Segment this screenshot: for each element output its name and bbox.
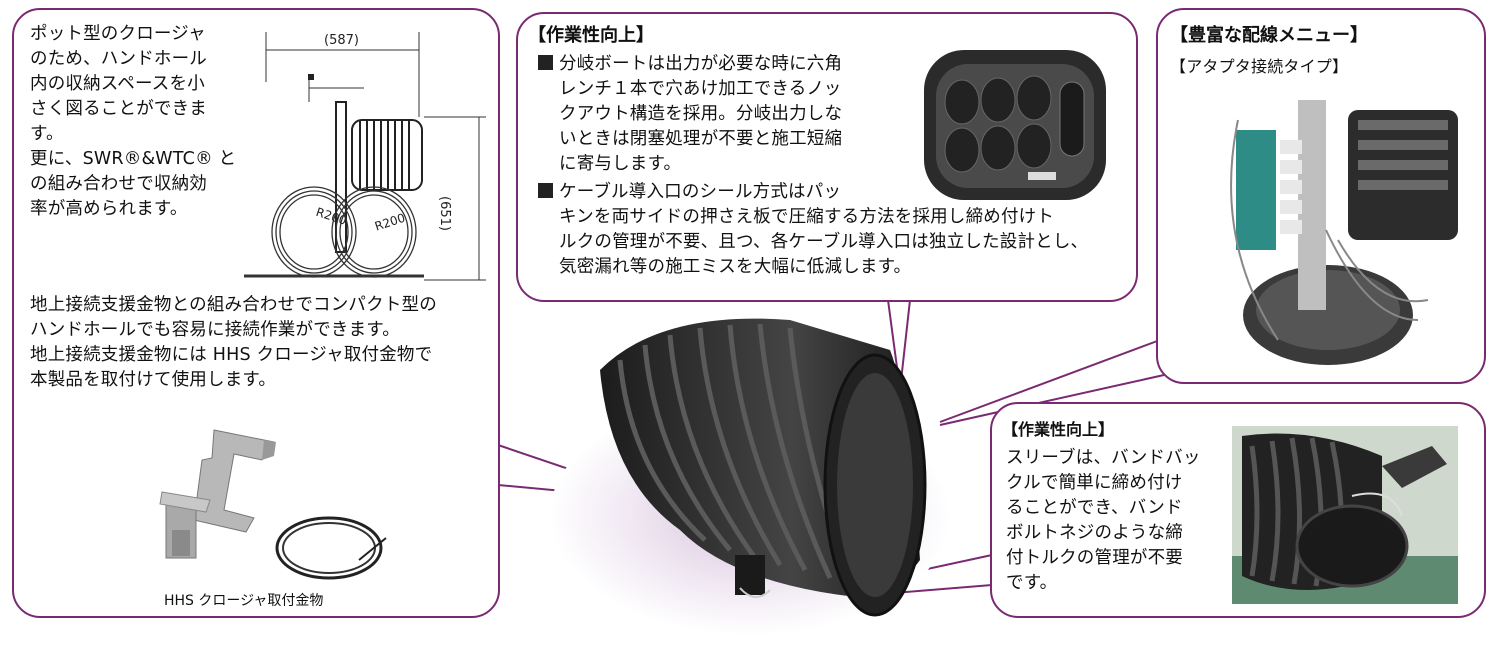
center-heading: 【作業性向上】 xyxy=(528,25,654,46)
right-top-callout: 【豊富な配線メニュー】 【アタプタ接続タイプ】 xyxy=(1156,8,1486,384)
intro-text: ポット型のクロージャ のため、ハンドホール 内の収納スペースを小 さく図ることが… xyxy=(30,24,237,219)
support-hardware-text: 地上接続支援金物との組み合わせでコンパクト型の ハンドホールでも容易に接続作業が… xyxy=(30,295,437,390)
port-plate-image xyxy=(924,50,1106,200)
bullet-square-icon xyxy=(538,183,553,198)
width-dim-label: (587) xyxy=(324,33,359,48)
radius-label-2: R200 xyxy=(373,211,407,234)
bracket-hardware-image xyxy=(159,429,387,580)
right-bottom-callout: 【作業性向上】 スリーブは、バンドバッ クルで簡単に締め付け ることができ、バン… xyxy=(990,402,1486,618)
band-buckle-image xyxy=(1232,426,1458,604)
band-buckle-text: スリーブは、バンドバッ クルで簡単に締め付け ることができ、バンド ボルトネジの… xyxy=(1006,448,1201,593)
left-callout: ポット型のクロージャ のため、ハンドホール 内の収納スペースを小 さく図ることが… xyxy=(12,8,500,618)
center-callout: 【作業性向上】 分岐ボートは出力が必要な時に六角 レンチ１本で穴あけ加工できるノ… xyxy=(516,12,1138,302)
dimension-diagram: (587) (651) R200 R200 xyxy=(244,32,486,281)
closure-product-image xyxy=(550,318,950,635)
center-bullet-1: 分岐ボートは出力が必要な時に六角 レンチ１本で穴あけ加工できるノッ クアウト構造… xyxy=(538,52,898,177)
center-bullet-2: ケーブル導入口のシール方式はパッ キンを両サイドの押さえ板で圧縮する方法を採用し… xyxy=(538,180,1128,280)
bracket-caption: HHS クロージャ取付金物 xyxy=(164,593,324,609)
band-buckle-heading: 【作業性向上】 xyxy=(1002,420,1115,439)
adapter-type-subheading: 【アタプタ接続タイプ】 xyxy=(1170,57,1349,76)
adapter-assembly-image xyxy=(1230,100,1458,365)
wiring-menu-heading: 【豊富な配線メニュー】 xyxy=(1170,25,1368,46)
height-dim-label: (651) xyxy=(437,196,452,231)
bullet-square-icon xyxy=(538,55,553,70)
